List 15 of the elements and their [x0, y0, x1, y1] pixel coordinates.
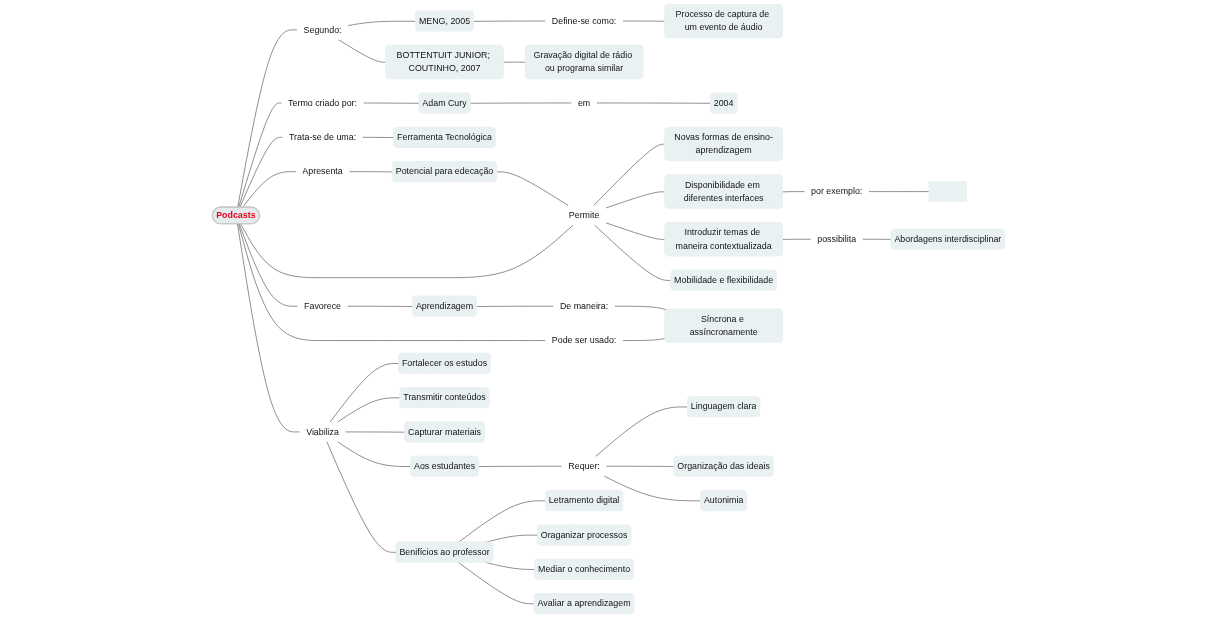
node-text: por exemplo:	[811, 186, 863, 197]
node-text: em	[578, 98, 591, 108]
node-text: Apresenta	[302, 166, 344, 177]
node-text: Trata-se de uma:	[289, 132, 357, 142]
node-text: Segundo:	[304, 24, 342, 35]
node-text: De maneira:	[560, 301, 609, 311]
node-text: Termo criado por:	[288, 98, 358, 108]
node-text: Viabiliza	[306, 426, 340, 437]
node-text: Define-se como:	[552, 16, 617, 26]
node-box	[929, 181, 968, 202]
node-text: Requer:	[568, 461, 601, 471]
node-text: Permite	[569, 210, 600, 220]
node-text: Pode ser usado:	[552, 335, 617, 345]
node-text: Favorece	[304, 301, 342, 311]
node-text: possibilita	[817, 234, 857, 244]
